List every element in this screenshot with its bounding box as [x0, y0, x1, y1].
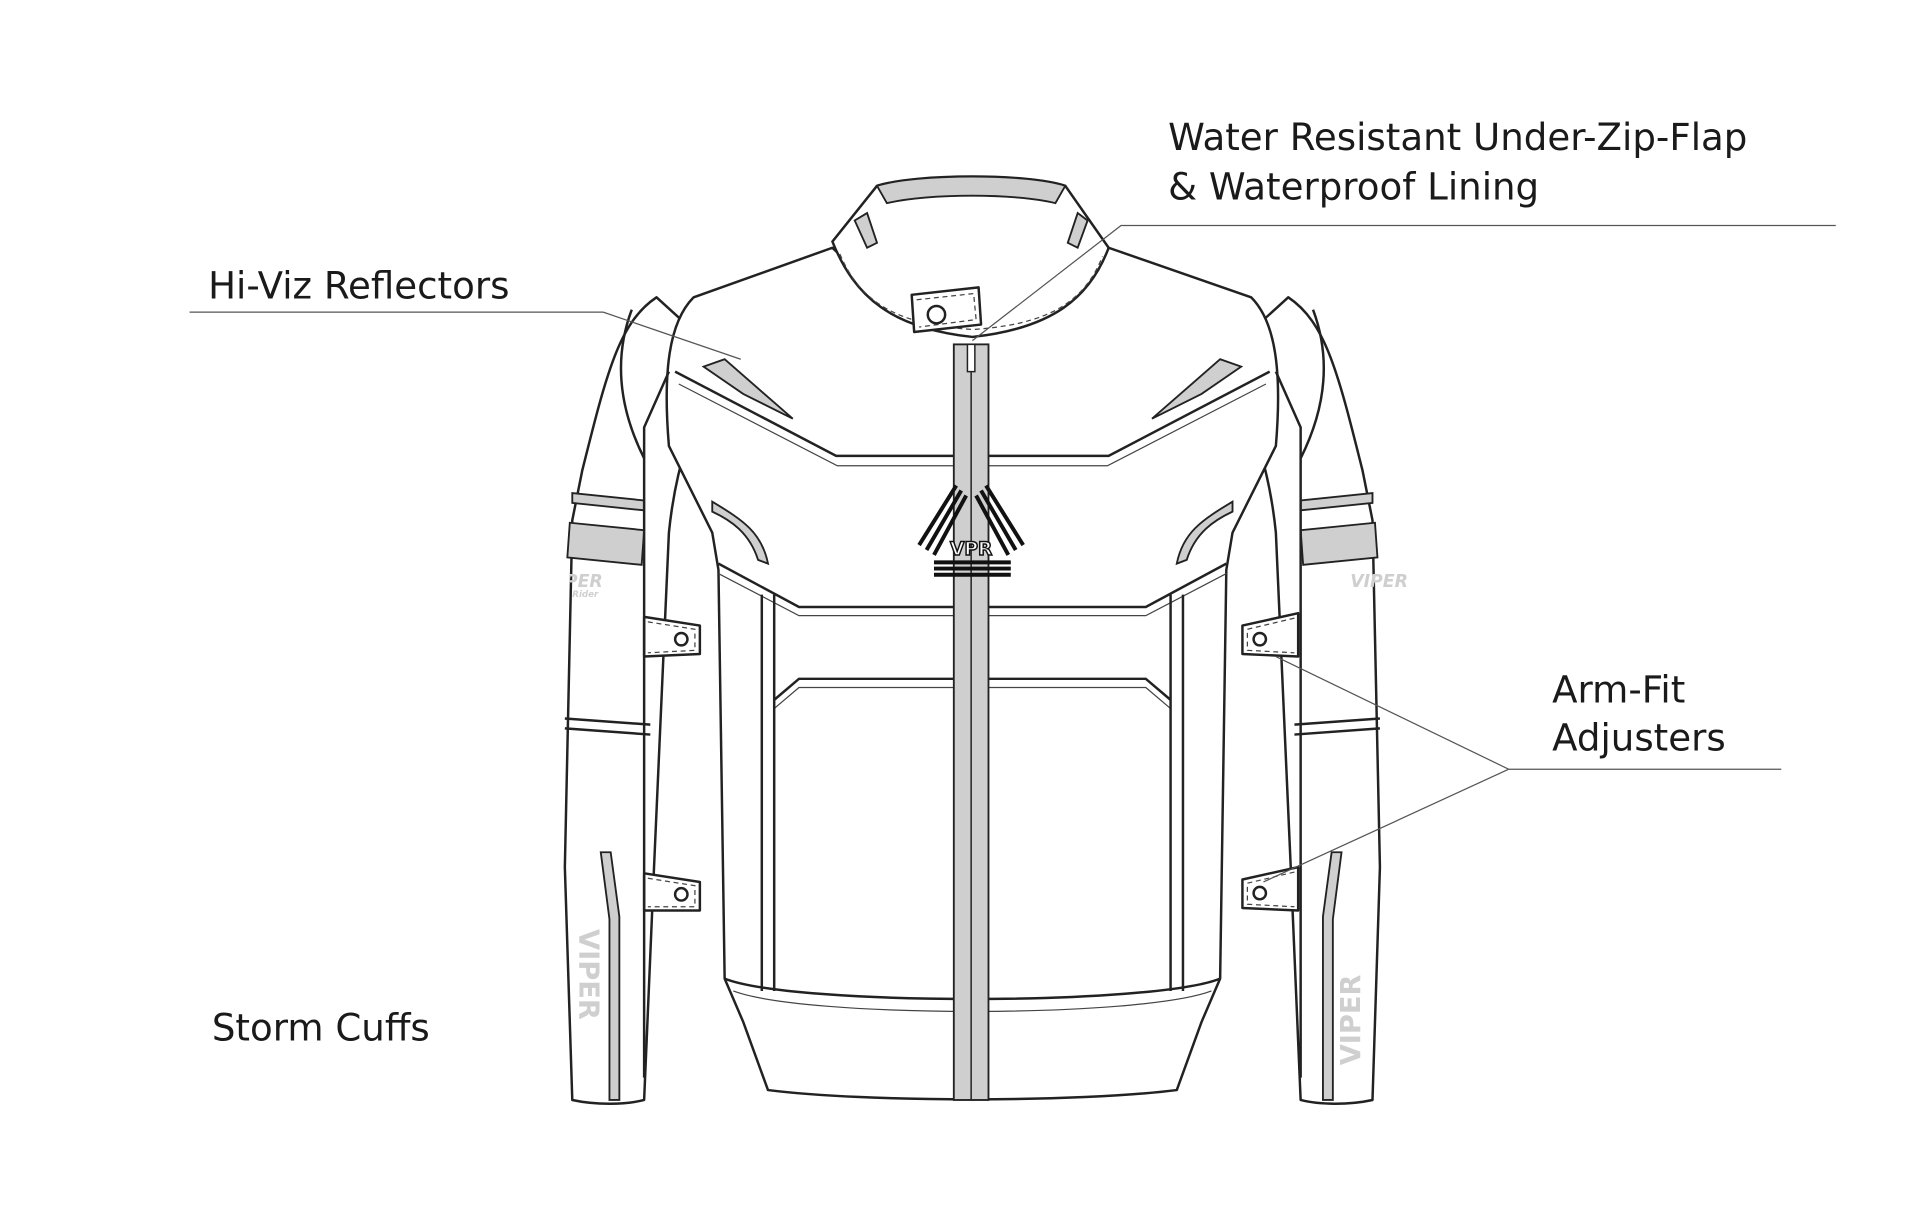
zipper-pull-icon — [966, 343, 976, 373]
chest-logo-text: VPR — [950, 539, 992, 560]
sleeve-brand-right: VIPER — [1336, 974, 1367, 1065]
chest-logo: VPR — [917, 484, 1025, 577]
leader-lines — [189, 224, 1836, 883]
sleeve-upper-brand-right: VIPER — [1350, 572, 1408, 592]
callout-arm-fit-line1: Arm-Fit — [1552, 668, 1685, 711]
callout-arm-fit-line2: Adjusters — [1552, 717, 1726, 760]
zipper — [952, 343, 990, 1101]
collar — [831, 175, 1110, 339]
callout-hi-viz-reflectors: Hi-Viz Reflectors — [208, 265, 509, 308]
sleeve-sub-left: Rider — [572, 590, 599, 600]
callout-water-resistant-line1: Water Resistant Under-Zip-Flap — [1168, 116, 1747, 159]
sleeve-brand-left: VIPER — [573, 929, 604, 1020]
callout-water-resistant-line2: & Waterproof Lining — [1168, 165, 1539, 208]
callout-storm-cuffs: Storm Cuffs — [212, 1007, 430, 1050]
